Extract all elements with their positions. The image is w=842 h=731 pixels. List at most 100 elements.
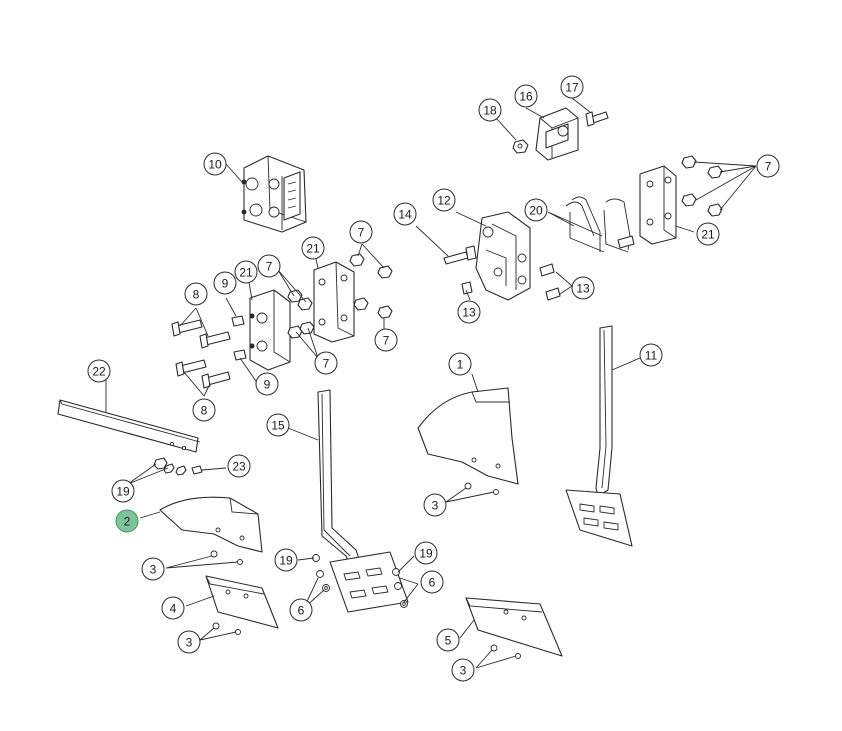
callout-number[interactable]: 21	[701, 228, 715, 242]
callout-number[interactable]: 10	[208, 158, 222, 172]
callout-circle[interactable]	[274, 548, 298, 572]
callout-c4[interactable]: 4	[161, 596, 185, 620]
callout-c23[interactable]: 23	[227, 454, 251, 478]
callout-number[interactable]: 11	[645, 349, 658, 363]
callout-c14[interactable]: 14	[393, 202, 417, 226]
callout-circle[interactable]	[423, 493, 447, 517]
part-23-bolt[interactable]	[191, 465, 203, 475]
callout-c7c[interactable]: 7	[349, 220, 373, 244]
callout-c9b[interactable]: 9	[255, 372, 279, 396]
callout-c21b[interactable]: 21	[301, 236, 325, 260]
callout-number[interactable]: 23	[232, 460, 246, 474]
callout-circle[interactable]	[436, 628, 460, 652]
callout-c7d[interactable]: 7	[314, 351, 338, 375]
callout-number[interactable]: 9	[222, 277, 229, 291]
callout-circle[interactable]	[177, 630, 201, 654]
callout-number[interactable]: 15	[271, 419, 285, 433]
callout-number[interactable]: 4	[170, 602, 177, 616]
part-1-mouldboard[interactable]	[417, 387, 519, 485]
part-6-19-washers[interactable]	[312, 554, 408, 608]
part-12-large-bracket[interactable]	[475, 211, 531, 301]
part-21-plate-mid-b[interactable]	[249, 289, 291, 371]
part-13-bolts[interactable]	[461, 263, 561, 301]
callout-c15[interactable]: 15	[266, 413, 290, 437]
callout-circle[interactable]	[141, 557, 165, 581]
callout-circle[interactable]	[696, 222, 720, 246]
callout-circle[interactable]	[448, 352, 472, 376]
part-18-nut[interactable]	[512, 139, 529, 154]
callout-circle[interactable]	[257, 254, 281, 278]
callout-circle[interactable]	[203, 152, 227, 176]
callout-circle[interactable]	[393, 202, 417, 226]
callout-c19a[interactable]: 19	[111, 479, 135, 503]
callout-circle[interactable]	[266, 413, 290, 437]
callout-number[interactable]: 17	[565, 81, 579, 95]
callout-number[interactable]: 3	[432, 499, 439, 513]
callout-number[interactable]: 2	[124, 515, 131, 529]
callout-c17[interactable]: 17	[560, 75, 584, 99]
part-11-shank[interactable]	[565, 325, 633, 547]
callout-c22[interactable]: 22	[87, 359, 111, 383]
part-5-blade[interactable]	[465, 597, 563, 657]
callout-number[interactable]: 3	[186, 636, 193, 650]
callout-number[interactable]: 6	[429, 576, 436, 590]
callout-number[interactable]: 12	[437, 194, 451, 208]
callout-number[interactable]: 19	[279, 554, 293, 568]
callout-c1[interactable]: 1	[448, 352, 472, 376]
callout-c6a[interactable]: 6	[420, 570, 444, 594]
callout-circle[interactable]	[227, 454, 251, 478]
callout-number[interactable]: 18	[483, 104, 497, 118]
part-8-bolts[interactable]	[171, 319, 231, 389]
callout-number[interactable]: 5	[445, 634, 452, 648]
callout-circle[interactable]	[289, 598, 313, 622]
callout-c19c[interactable]: 19	[414, 541, 438, 565]
part-7-nuts-mid[interactable]	[287, 253, 393, 339]
callout-number[interactable]: 7	[323, 357, 330, 371]
callout-circle[interactable]	[420, 570, 444, 594]
part-21-plate-right[interactable]	[639, 165, 677, 245]
callout-number[interactable]: 21	[239, 266, 253, 280]
callout-circle[interactable]	[301, 236, 325, 260]
callout-number[interactable]: 7	[358, 226, 365, 240]
part-9-pins[interactable]	[231, 315, 247, 361]
callout-number[interactable]: 19	[116, 485, 130, 499]
callout-number[interactable]: 13	[462, 306, 476, 320]
callout-c8b[interactable]: 8	[192, 398, 216, 422]
callout-number[interactable]: 13	[576, 282, 590, 296]
callout-number[interactable]: 8	[193, 288, 200, 302]
callout-number[interactable]: 9	[264, 378, 271, 392]
callout-number[interactable]: 3	[460, 664, 467, 678]
callout-c7a[interactable]: 7	[756, 154, 780, 178]
callout-number[interactable]: 14	[398, 208, 412, 222]
callout-circle[interactable]	[560, 75, 584, 99]
part-2-share[interactable]	[159, 496, 263, 553]
callout-c9a[interactable]: 9	[213, 271, 237, 295]
callout-circle[interactable]	[414, 541, 438, 565]
callout-circle[interactable]	[478, 98, 502, 122]
callout-c10[interactable]: 10	[203, 152, 227, 176]
part-3-bolts[interactable]	[210, 482, 521, 659]
callout-circle[interactable]	[756, 154, 780, 178]
callout-number[interactable]: 8	[201, 404, 208, 418]
callout-number[interactable]: 22	[92, 365, 106, 379]
part-4-blade[interactable]	[205, 575, 279, 629]
callout-c20[interactable]: 20	[524, 198, 548, 222]
callout-circle[interactable]	[115, 509, 139, 533]
callout-circle[interactable]	[451, 658, 475, 682]
callout-number[interactable]: 19	[419, 547, 433, 561]
callout-number[interactable]: 1	[457, 358, 464, 372]
part-21-plate-mid-a[interactable]	[313, 261, 355, 343]
callout-circle[interactable]	[349, 220, 373, 244]
part-19-nuts-left[interactable]	[153, 457, 187, 476]
part-14-bolt[interactable]	[443, 245, 477, 265]
callout-c3b[interactable]: 3	[423, 493, 447, 517]
part-7-nuts-right[interactable]	[681, 155, 723, 217]
callout-c8a[interactable]: 8	[184, 282, 208, 306]
callout-c3c[interactable]: 3	[177, 630, 201, 654]
callout-circle[interactable]	[639, 343, 663, 367]
callout-circle[interactable]	[255, 372, 279, 396]
callout-number[interactable]: 16	[519, 90, 533, 104]
callout-number[interactable]: 7	[765, 160, 772, 174]
callout-circle[interactable]	[514, 84, 538, 108]
callout-c13b[interactable]: 13	[571, 276, 595, 300]
